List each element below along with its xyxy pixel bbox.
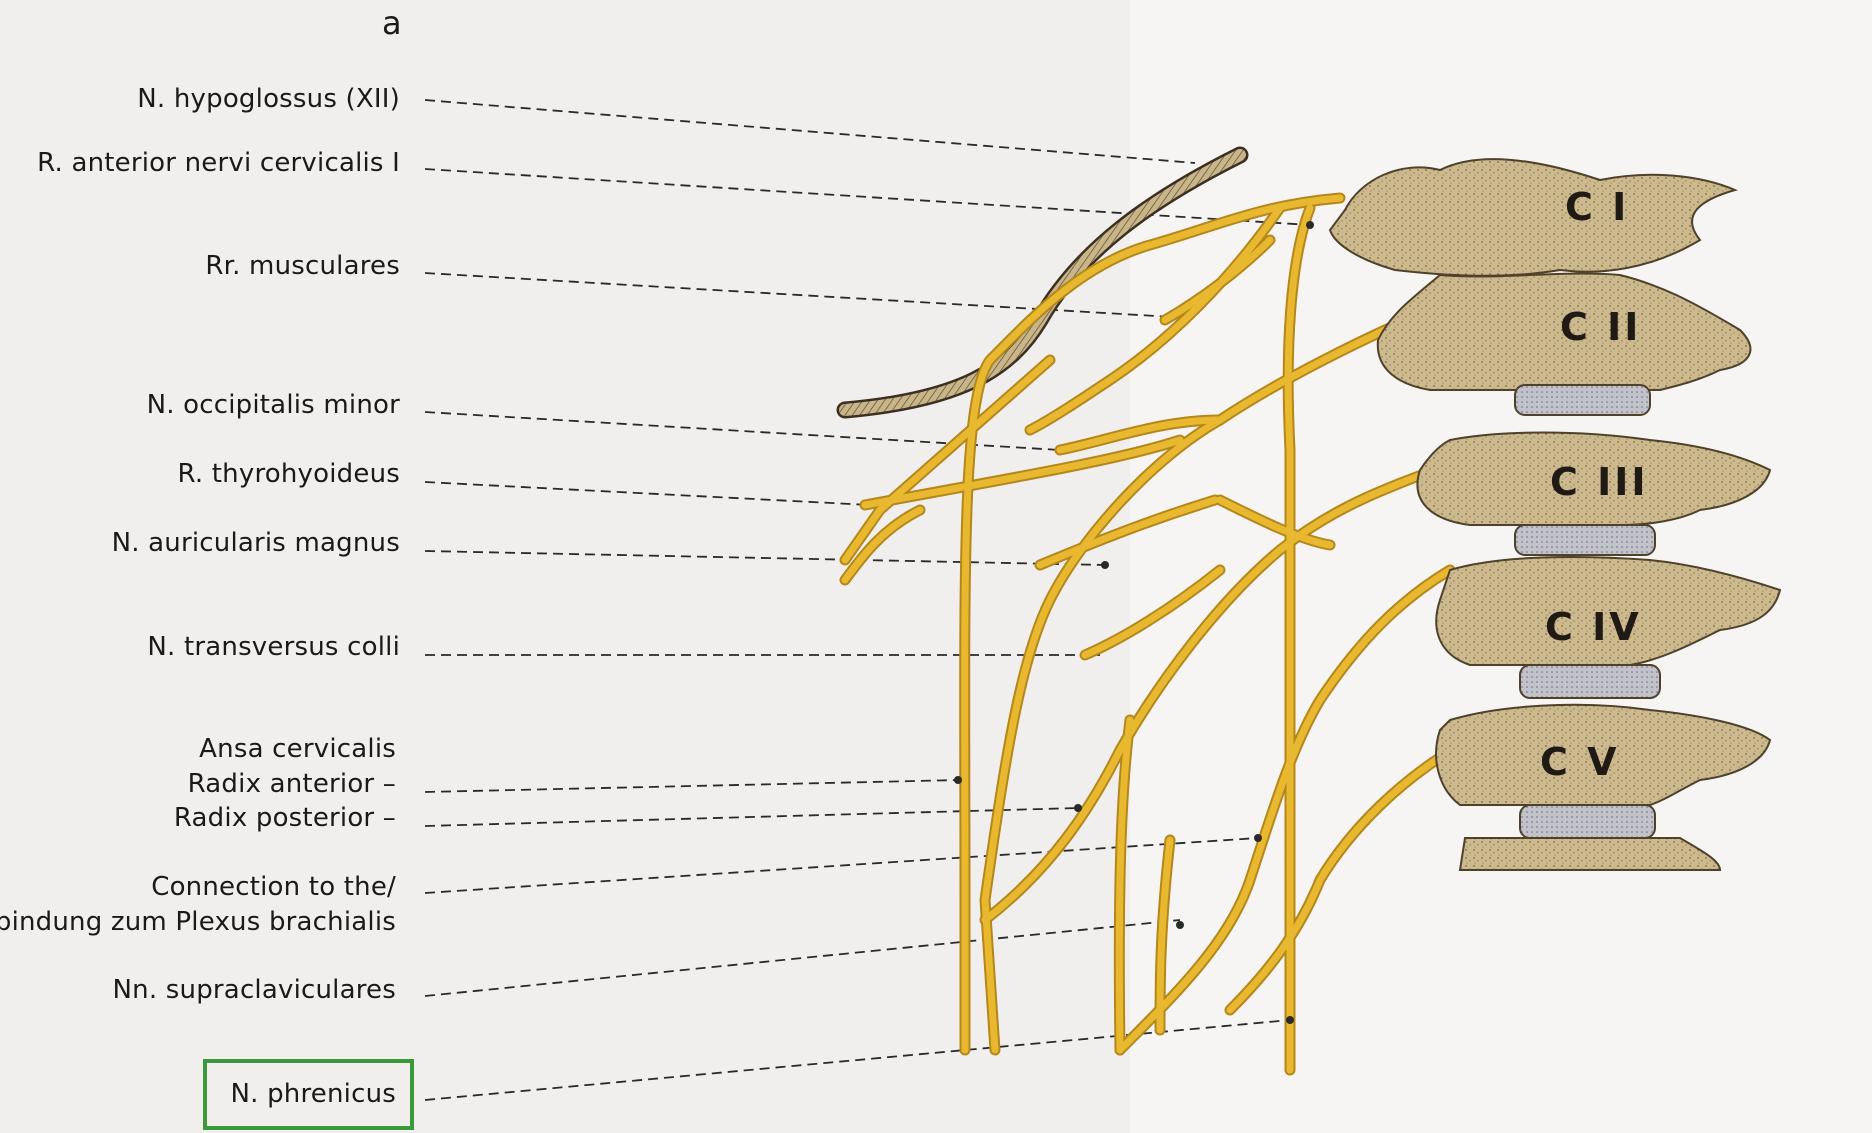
label-connection-de: rbindung zum Plexus brachialis <box>0 907 396 937</box>
leader-line-thyrohyoideus <box>425 482 870 505</box>
label-connection-en: Connection to the/ <box>151 872 396 902</box>
leader-line-radix-anterior <box>425 780 960 792</box>
vertebra-label-c4: C IV <box>1545 605 1642 649</box>
label-rr-musculares: Rr. musculares <box>205 251 400 281</box>
label-radix-posterior: Radix posterior – <box>174 803 396 833</box>
disc-c3-c4 <box>1515 525 1655 555</box>
vertebra-label-c3: C III <box>1550 460 1649 504</box>
label-thyrohyoideus: R. thyrohyoideus <box>178 459 400 489</box>
leader-line-radix-posterior <box>425 808 1078 826</box>
leader-line-hypoglossus <box>425 100 1195 163</box>
disc-c5-c6 <box>1520 805 1655 838</box>
label-r-anterior-c1: R. anterior nervi cervicalis I <box>37 148 400 178</box>
leader-line-auricularis-magnus <box>425 551 1105 565</box>
label-auricularis-magnus: N. auricularis magnus <box>112 528 400 558</box>
label-hypoglossus: N. hypoglossus (XII) <box>137 84 400 114</box>
label-occipitalis-minor: N. occipitalis minor <box>147 390 400 420</box>
vertebra-label-c2: C II <box>1560 305 1641 349</box>
disc-c4-c5 <box>1520 665 1660 698</box>
label-supraclaviculares: Nn. supraclaviculares <box>113 975 396 1005</box>
vertebra-label-c5: C V <box>1540 740 1620 784</box>
disc-c2-c3 <box>1515 385 1650 415</box>
label-transversus-colli: N. transversus colli <box>147 632 400 662</box>
leader-line-supraclaviculares <box>425 920 1180 996</box>
highlight-box-phrenicus <box>203 1059 414 1130</box>
vertebra-c6-top <box>1460 838 1720 870</box>
label-ansa-cervicalis: Ansa cervicalis <box>199 734 396 764</box>
vertebra-label-c1: C I <box>1565 185 1629 229</box>
panel-letter: a <box>382 4 402 42</box>
label-radix-anterior: Radix anterior – <box>188 769 396 799</box>
